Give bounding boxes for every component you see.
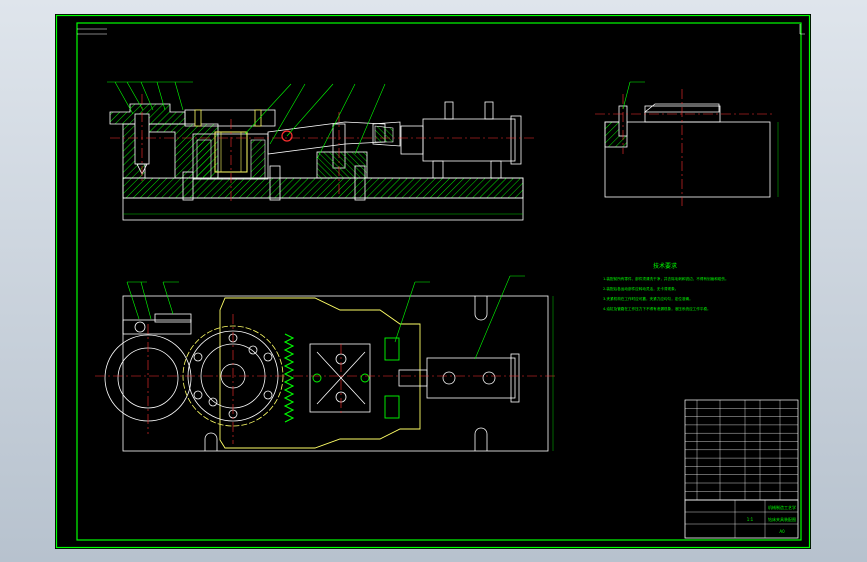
- slot-bottom-right: [474, 427, 488, 451]
- drawing-canvas[interactable]: 技术要求 1.装配前所有零件、部件须清洗干净，并去除毛刺和锐边，不得有划痕和碰伤…: [55, 14, 811, 549]
- side-top: [643, 103, 720, 113]
- parts-list: [684, 399, 799, 501]
- jaw-bottom: [384, 395, 400, 419]
- clamp-taper: [374, 125, 394, 143]
- frame-corner-mark: [77, 28, 107, 35]
- cylinder-cap: [400, 125, 424, 155]
- left-clamp-bar: [154, 313, 192, 323]
- support-block: [316, 151, 368, 179]
- assembly-drawing: 技术要求 1.装配前所有零件、部件须清洗干净，并去除毛刺和锐边，不得有划痕和碰伤…: [55, 14, 811, 549]
- frame-corner-mark-right: [799, 24, 805, 35]
- tech-line-2: 2.装配后各运动部件应转动灵活，无卡滞现象。: [603, 286, 678, 291]
- cylinder-body: [422, 118, 516, 162]
- cover-bolt-2: [254, 109, 262, 127]
- cylinder-foot-2: [490, 160, 502, 179]
- cover-plate: [184, 109, 276, 127]
- spindle-tip: [136, 163, 148, 175]
- top-view[interactable]: [95, 275, 555, 452]
- bearing-block: [192, 133, 269, 180]
- side-body: [604, 121, 771, 198]
- top-cylinder-port-2: [482, 371, 496, 385]
- tech-line-4: 4.油缸及管路在工作压力下不得有泄漏现象，液压系统应工作平稳。: [603, 306, 711, 311]
- clamp-head: [372, 121, 401, 147]
- drawing-title: 钻床夹具装配图: [768, 516, 796, 522]
- tech-title: 技术要求: [653, 262, 677, 270]
- drawing-sheet: A0: [779, 529, 785, 534]
- link-arms: [316, 351, 366, 405]
- top-cylinder-end: [510, 353, 520, 403]
- top-cylinder-port-1: [442, 371, 456, 385]
- base-bolt-1: [182, 171, 194, 201]
- left-clamp-screw: [134, 321, 146, 333]
- top-base: [122, 295, 549, 452]
- side-view[interactable]: [595, 81, 779, 206]
- bearing-hatch-l: [196, 139, 212, 179]
- base-bolt-2: [269, 165, 281, 201]
- link-pin-left: [312, 373, 322, 383]
- outer-frame: [55, 14, 811, 549]
- link-block: [309, 343, 371, 413]
- left-body-cavity: [144, 131, 176, 179]
- top-cylinder: [426, 357, 516, 399]
- link-pin-right: [360, 373, 370, 383]
- cylinder-port-2: [484, 101, 494, 120]
- bearing-hatch-r: [250, 139, 266, 179]
- left-clamp: [122, 319, 192, 335]
- cover-bolt-1: [194, 109, 202, 127]
- slot-top-right: [474, 296, 488, 321]
- top-leaders: [126, 275, 525, 360]
- school-name: 机械制造工艺学: [768, 504, 796, 510]
- jaw-top: [384, 337, 400, 361]
- front-leaders: [107, 81, 386, 160]
- cylinder-foot-1: [432, 160, 444, 179]
- cylinder-end: [510, 115, 522, 165]
- slot-bottom-left: [204, 432, 218, 451]
- top-body-outline: [219, 297, 421, 449]
- front-view[interactable]: [107, 81, 535, 221]
- spring-coil: [283, 333, 295, 423]
- side-leader: [622, 81, 645, 110]
- base-bolt-3: [354, 165, 366, 201]
- inner-frame: [76, 22, 802, 541]
- tech-requirements: 技术要求 1.装配前所有零件、部件须清洗干净，并去除毛刺和锐边，不得有划痕和碰伤…: [603, 262, 729, 311]
- top-piston-rod: [398, 369, 428, 387]
- drawing-scale: 1:1: [747, 517, 754, 522]
- tech-line-1: 1.装配前所有零件、部件须清洗干净，并去除毛刺和锐边，不得有划痕和碰伤。: [603, 276, 729, 281]
- cylinder-port-1: [444, 101, 454, 120]
- title-block: 机械制造工艺学 钻床夹具装配图 1:1 A0: [684, 499, 799, 539]
- tech-line-3: 3.夹紧机构在工作时应可靠，夹紧力应均匀，定位准确。: [603, 296, 693, 301]
